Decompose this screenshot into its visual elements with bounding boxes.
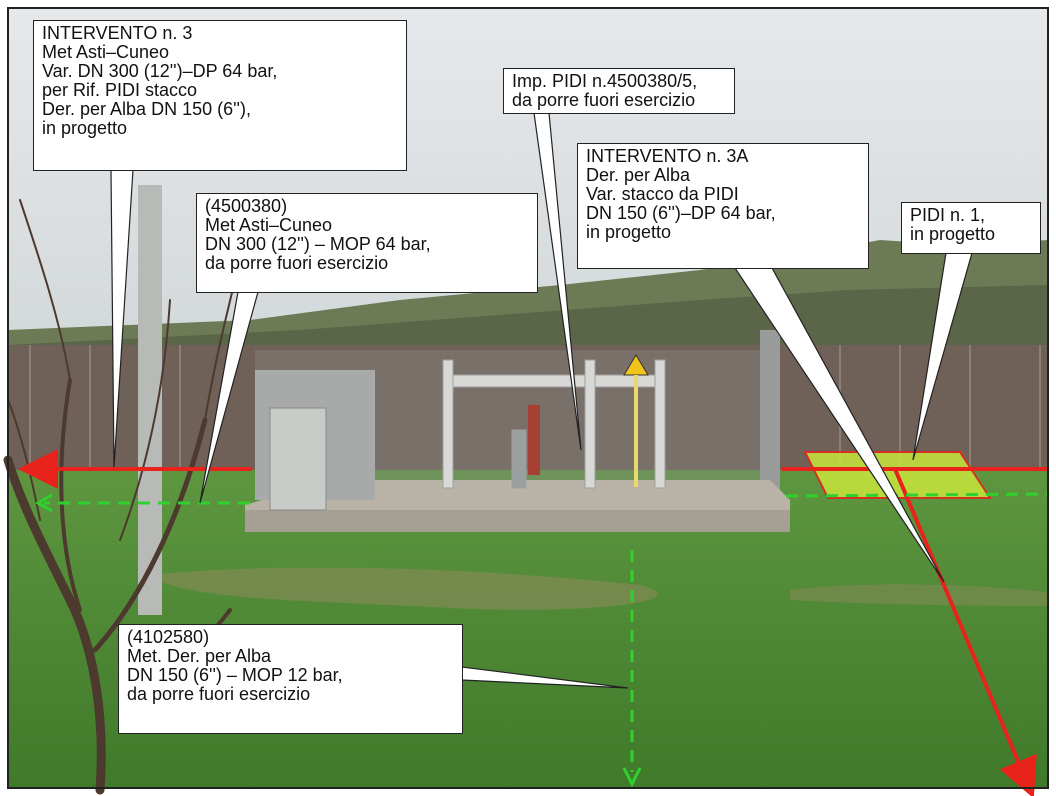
- callout-met-asti-cuneo: (4500380) Met Asti–Cuneo DN 300 (12'') –…: [196, 193, 538, 293]
- dirt-patch: [150, 567, 658, 610]
- callout-line: PIDI n. 1,: [910, 205, 986, 225]
- callout-line: da porre fuori esercizio: [127, 684, 311, 704]
- callout-intervento-3a: INTERVENTO n. 3A Der. per Alba Var. stac…: [577, 143, 869, 269]
- green-arrow-left-icon: [34, 493, 53, 513]
- photo-border: [7, 7, 1049, 789]
- green-arrow-down-icon: [622, 767, 642, 788]
- fence-post: [760, 330, 780, 500]
- callout-line: Imp. PIDI n.4500380/5,: [512, 71, 698, 91]
- pipe-manifold: [442, 359, 666, 489]
- callout-line: in progetto: [42, 118, 128, 138]
- red-line-branch: [893, 468, 1037, 796]
- callout-line: (4102580): [127, 627, 210, 647]
- callout-line: da porre fuori esercizio: [205, 253, 389, 273]
- callout-line: INTERVENTO n. 3: [42, 23, 193, 43]
- callout-line: INTERVENTO n. 3A: [586, 146, 749, 166]
- callout-line: DN 300 (12'') – MOP 64 bar,: [205, 234, 431, 254]
- callout-line: Der. per Alba DN 150 (6''),: [42, 99, 251, 119]
- callout-line: Met Asti–Cuneo: [42, 42, 170, 62]
- callout-line: DN 150 (6'') – MOP 12 bar,: [127, 665, 343, 685]
- callout-line: Met. Der. per Alba: [127, 646, 272, 666]
- green-line-right: [785, 492, 1049, 498]
- cabinet-front: [269, 407, 327, 511]
- callout-line: in progetto: [910, 224, 996, 244]
- callout-line: DN 150 (6'')–DP 64 bar,: [586, 203, 776, 223]
- callout-line: per Rif. PIDI stacco: [42, 80, 198, 100]
- dirt-patch-right: [790, 584, 1048, 606]
- callout-line: da porre fuori esercizio: [512, 90, 696, 110]
- callout-line: Met Asti–Cuneo: [205, 215, 333, 235]
- callout-met-der-alba: (4102580) Met. Der. per Alba DN 150 (6''…: [118, 624, 463, 734]
- sign-pole: [634, 375, 638, 487]
- callout-line: in progetto: [586, 222, 672, 242]
- callout-pidi-1: PIDI n. 1, in progetto: [901, 202, 1041, 254]
- callout-line: Der. per Alba: [586, 165, 691, 185]
- callout-line: (4500380): [205, 196, 288, 216]
- callout-line: Var. stacco da PIDI: [586, 184, 739, 204]
- callout-line: Var. DN 300 (12'')–DP 64 bar,: [42, 61, 278, 81]
- slab-front: [245, 510, 790, 532]
- red-valve: [528, 405, 540, 475]
- callout-imp-pidi: Imp. PIDI n.4500380/5, da porre fuori es…: [503, 68, 735, 114]
- callout-intervento-3: INTERVENTO n. 3 Met Asti–Cuneo Var. DN 3…: [33, 20, 407, 171]
